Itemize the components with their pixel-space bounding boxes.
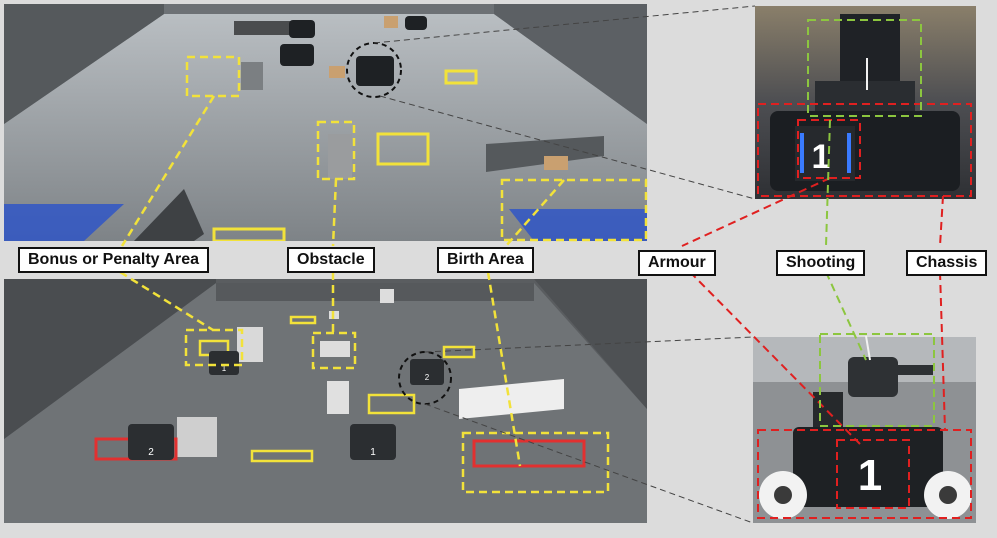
label-chassis: Chassis — [906, 250, 988, 276]
label-obstacle: Obstacle — [287, 247, 375, 273]
sim-robot-a-number: 2 — [148, 447, 154, 458]
sim-robot-d-number: 2 — [425, 373, 430, 382]
label-birth-area: Birth Area — [437, 247, 534, 273]
label-armour: Armour — [638, 250, 716, 276]
real-robot-number: 1 — [812, 138, 831, 176]
sim-robot-render: 1 — [753, 337, 976, 523]
real-robot-photo: 1 — [755, 6, 976, 199]
label-shooting: Shooting — [776, 250, 866, 276]
sim-arena-render: 2 1 1 2 — [4, 279, 647, 523]
sim-robot-number: 1 — [858, 451, 882, 500]
real-arena-photo — [4, 4, 647, 241]
label-bonus-penalty-area: Bonus or Penalty Area — [18, 247, 210, 273]
sim-robot-b-number: 1 — [370, 447, 376, 458]
sim-robot-c-number: 1 — [222, 364, 227, 373]
